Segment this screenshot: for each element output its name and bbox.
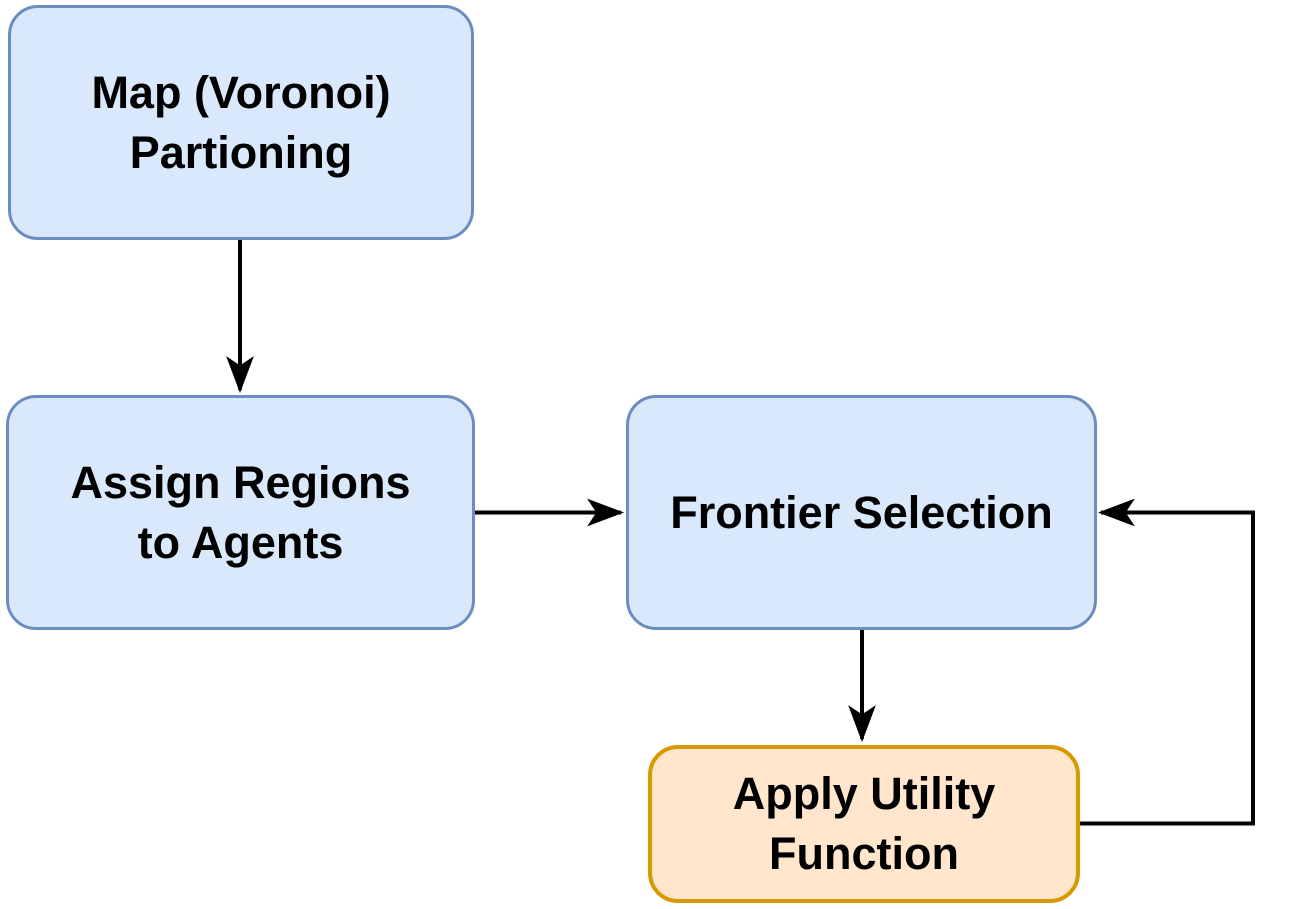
node-map-voronoi-partitioning: Map (Voronoi) Partioning xyxy=(8,5,474,240)
node-map-voronoi-partitioning-label: Map (Voronoi) Partioning xyxy=(91,66,391,178)
node-apply-utility-function-label: Apply Utility Function xyxy=(732,768,996,879)
node-frontier-selection-label: Frontier Selection xyxy=(670,486,1053,538)
edge-utility-feedback-to-frontier-arrow xyxy=(1079,498,1255,826)
node-apply-utility-function: Apply Utility Function xyxy=(648,745,1080,903)
node-frontier-selection: Frontier Selection xyxy=(626,395,1097,630)
node-assign-regions-to-agents: Assign Regions to Agents xyxy=(6,395,475,630)
node-assign-regions-to-agents-label: Assign Regions to Agents xyxy=(70,456,411,568)
